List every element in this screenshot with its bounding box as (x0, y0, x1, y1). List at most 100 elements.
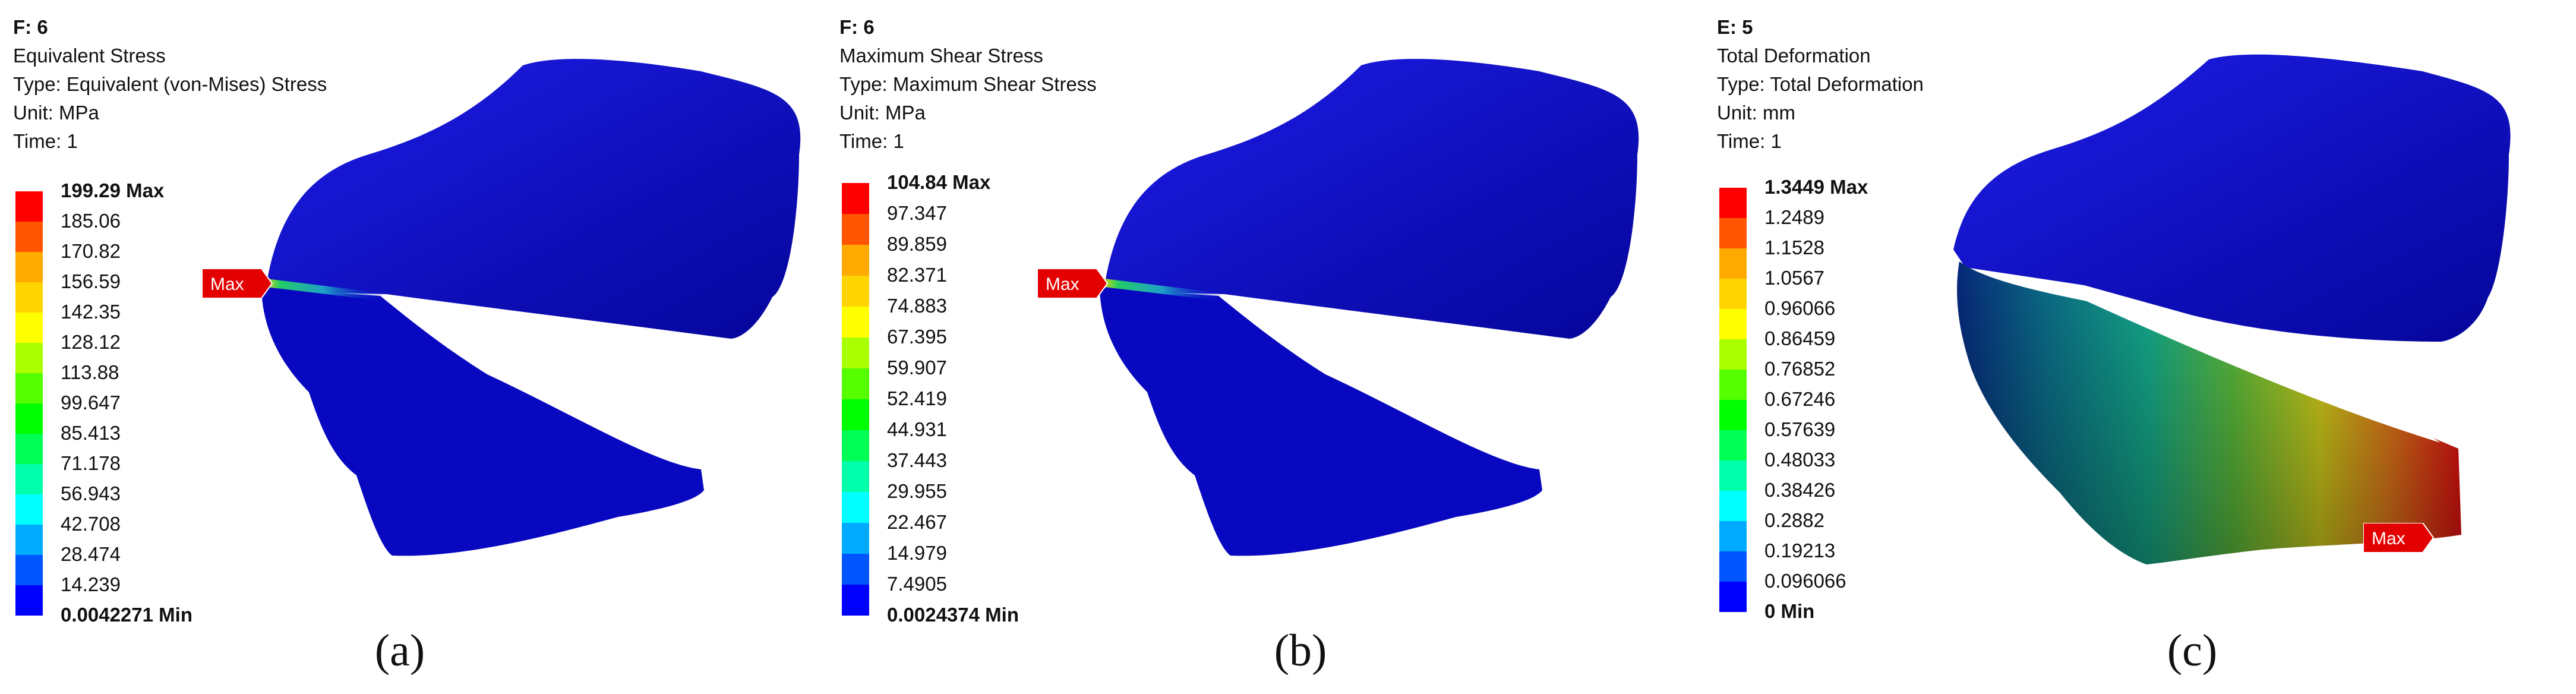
result-title: Equivalent Stress (13, 45, 166, 67)
legend-color-cell (15, 434, 43, 464)
legend-label: 104.84 Max (887, 171, 991, 193)
legend-label: 42.708 (61, 513, 121, 535)
legend-color-cell (1719, 218, 1747, 248)
max-probe-flag (202, 269, 273, 298)
max-probe-label: Max (2372, 529, 2405, 548)
legend-color-cell (1719, 551, 1747, 582)
legend-color-cell (15, 525, 43, 555)
legend-label: 82.371 (887, 264, 947, 286)
upper-jaw-body (267, 59, 801, 339)
legend-label: 28.474 (61, 543, 121, 565)
legend-color-cell (15, 191, 43, 222)
legend-label: 142.35 (61, 301, 121, 323)
panel-b: F: 6 Maximum Shear Stress Type: Maximum … (826, 0, 1685, 694)
max-probe-flag (1037, 269, 1109, 298)
legend-color-cell (842, 461, 869, 492)
result-info: F: 6 Maximum Shear Stress Type: Maximum … (839, 13, 1097, 156)
legend-color-cell (1719, 370, 1747, 400)
legend-label: 56.943 (61, 482, 121, 504)
result-header: E: 5 (1717, 16, 1753, 38)
legend-color-cell (15, 222, 43, 252)
max-probe-flag (2363, 523, 2435, 553)
legend-color-cell (842, 585, 869, 616)
legend-label: 74.883 (887, 295, 947, 317)
legend-label: 0.96066 (1764, 297, 1836, 319)
legend-label: 0 Min (1764, 600, 1815, 622)
result-info: E: 5 Total Deformation Type: Total Defor… (1717, 13, 1924, 156)
legend-color-cell (15, 252, 43, 282)
result-title: Total Deformation (1717, 45, 1871, 67)
legend-label: 0.096066 (1764, 570, 1846, 592)
legend-label: 14.979 (887, 542, 947, 564)
legend-label: 128.12 (61, 331, 121, 353)
result-header: F: 6 (13, 16, 48, 38)
legend-label: 1.2489 (1764, 206, 1824, 228)
legend-color-cell (842, 430, 869, 461)
legend-label: 1.3449 Max (1764, 176, 1868, 198)
panel-caption: (a) (374, 626, 425, 676)
result-unit: Unit: MPa (13, 102, 99, 124)
legend-color-cell (15, 494, 43, 525)
legend-color-cell (842, 183, 869, 214)
legend-label: 0.0042271 Min (61, 604, 192, 626)
max-probe-marker: Max (202, 269, 273, 298)
legend-color-cell (842, 492, 869, 523)
legend-label: 44.931 (887, 418, 947, 440)
legend-label: 0.0024374 Min (887, 604, 1019, 626)
legend-label: 170.82 (61, 240, 121, 262)
legend-label: 0.76852 (1764, 358, 1836, 380)
legend-color-cell (1719, 400, 1747, 430)
stress-hotspot (1100, 278, 1224, 301)
legend-color-cell (15, 403, 43, 434)
legend-color-cell (1719, 309, 1747, 339)
legend-color-cell (1719, 521, 1747, 551)
legend-color-cell (1719, 430, 1747, 460)
legend-label: 0.86459 (1764, 327, 1836, 349)
panel-caption: (b) (1274, 626, 1327, 676)
legend-label: 99.647 (61, 392, 121, 414)
legend-color-cell (842, 245, 869, 276)
legend-label: 1.0567 (1764, 267, 1824, 289)
legend-label: 85.413 (61, 422, 121, 444)
upper-jaw-body (1106, 59, 1639, 339)
legend-label: 14.239 (61, 573, 121, 595)
legend-label: 97.347 (887, 202, 947, 224)
legend-color-cell (1719, 582, 1747, 612)
legend-label: 22.467 (887, 511, 947, 533)
legend-label: 185.06 (61, 210, 121, 232)
legend-label: 7.4905 (887, 573, 947, 595)
panel-c: E: 5 Total Deformation Type: Total Defor… (1704, 0, 2562, 694)
legend-label: 0.19213 (1764, 540, 1836, 561)
upper-jaw-body (1953, 54, 2511, 342)
result-time: Time: 1 (1717, 130, 1782, 152)
max-probe-marker: Max (1037, 269, 1109, 298)
stress-model-b (1100, 59, 1639, 556)
lower-jaw-shading (1957, 261, 2461, 564)
legend-label: 0.48033 (1764, 449, 1836, 471)
legend-color-cell (842, 276, 869, 307)
legend-color-cell (1719, 188, 1747, 218)
result-type: Type: Equivalent (von-Mises) Stress (13, 73, 327, 95)
legend-color-cell (842, 337, 869, 368)
legend-color-cell (1719, 248, 1747, 279)
result-header: F: 6 (839, 16, 875, 38)
max-probe-label: Max (1046, 275, 1079, 294)
legend-color-cell (1719, 279, 1747, 309)
legend-color-cell (15, 585, 43, 616)
result-type: Type: Total Deformation (1717, 73, 1924, 95)
legend-label: 29.955 (887, 480, 947, 502)
legend-color-cell (15, 555, 43, 585)
legend-label: 59.907 (887, 357, 947, 378)
result-info: F: 6 Equivalent Stress Type: Equivalent … (13, 13, 327, 156)
panel-caption: (c) (2167, 626, 2218, 676)
legend-color-cell (1719, 491, 1747, 521)
legend-label: 199.29 Max (61, 179, 165, 201)
max-probe-marker: Max (2363, 523, 2435, 553)
legend-color-cell (15, 313, 43, 343)
legend-color-cell (842, 368, 869, 399)
result-time: Time: 1 (839, 130, 904, 152)
legend-label: 52.419 (887, 387, 947, 409)
legend-color-cell (15, 282, 43, 313)
legend-color-cell (15, 343, 43, 373)
legend-color-cell (842, 214, 869, 245)
